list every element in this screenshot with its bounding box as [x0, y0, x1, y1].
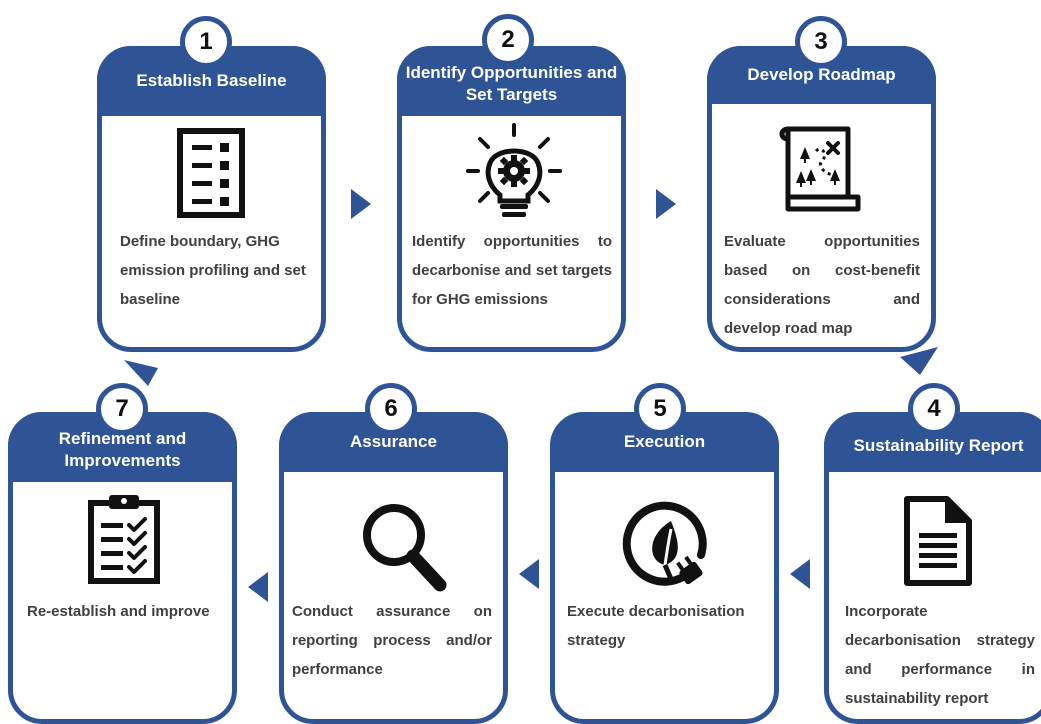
step-4-description: Incorporate decarbonisation strategy and…: [845, 603, 1035, 707]
leaf-plug-icon: [622, 501, 707, 586]
step-6-title: Assurance: [279, 412, 508, 472]
step-5-description: Execute decarbonisation strategy: [567, 603, 745, 649]
checklist-icon: [177, 128, 245, 218]
step-7-card: Refinement and Improvements Re-establish…: [8, 412, 237, 724]
lightbulb-gear-icon: [466, 123, 562, 217]
arrow-6-to-7: [248, 572, 268, 602]
step-2-title: Identify Opportunities and Set Targets: [397, 46, 626, 116]
step-6-description: Conduct assurance on reporting process a…: [292, 603, 492, 678]
step-4-number: 4: [908, 383, 960, 435]
step-3-number: 3: [795, 16, 847, 68]
step-6-number: 6: [365, 383, 417, 435]
step-7-number: 7: [96, 383, 148, 435]
step-5-number: 5: [634, 383, 686, 435]
step-2-description: Identify opportunities to decarbonise an…: [412, 233, 612, 308]
magnifier-icon: [363, 504, 447, 592]
step-4-title: Sustainability Report: [824, 412, 1041, 472]
step-2-card: Identify Opportunities and Set Targets I…: [397, 46, 626, 352]
step-3-card: Develop Roadmap Evaluate opportunities b…: [707, 46, 936, 352]
step-3-description: Evaluate opportunities based on cost-ben…: [724, 233, 920, 337]
document-icon: [904, 496, 972, 586]
step-1-number: 1: [180, 16, 232, 68]
step-2-number: 2: [482, 14, 534, 66]
step-4-card: Sustainability Report Incorporate decarb…: [824, 412, 1041, 724]
step-1-description: Define boundary, GHG emission profiling …: [120, 233, 306, 308]
arrow-2-to-3: [656, 189, 676, 219]
step-1-card: Establish Baseline Define boundary, GHG …: [97, 46, 326, 352]
arrow-3-to-4: [900, 347, 938, 375]
treasure-map-icon: [779, 126, 861, 212]
arrow-4-to-5: [790, 559, 810, 589]
clipboard-checklist-icon: [88, 495, 160, 584]
step-6-card: Assurance Conduct assurance on reporting…: [279, 412, 508, 724]
step-7-description: Re-establish and improve: [27, 603, 210, 620]
arrow-1-to-2: [351, 189, 371, 219]
arrow-5-to-6: [519, 559, 539, 589]
step-5-card: Execution Execute decarbonisation strate…: [550, 412, 779, 724]
arrow-7-to-1: [124, 360, 158, 386]
